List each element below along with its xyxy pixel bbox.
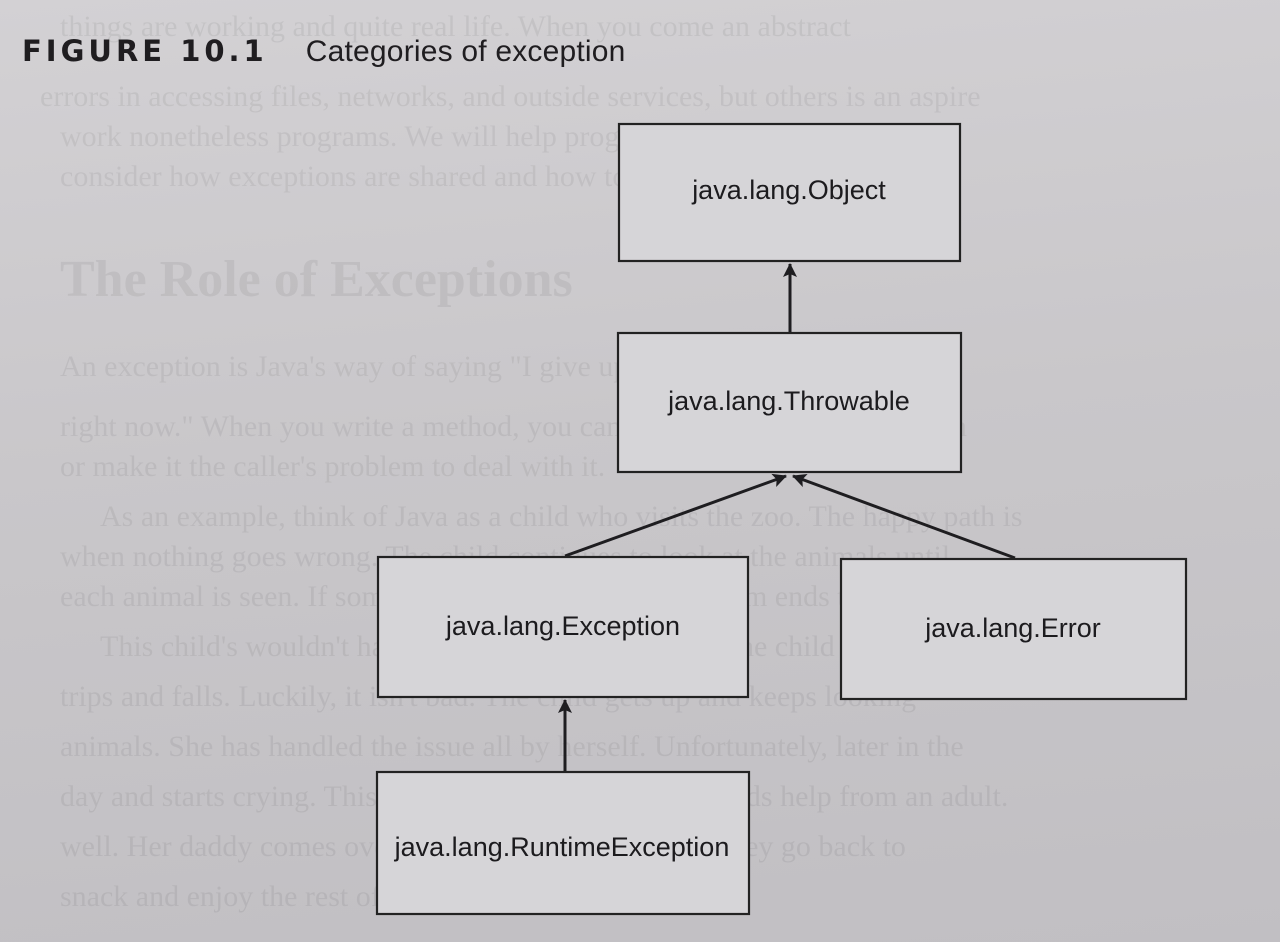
node-error-label: java.lang.Error <box>924 613 1101 643</box>
figure-caption: FIGURE 10.1 Categories of exception <box>22 34 626 69</box>
node-object-label: java.lang.Object <box>691 175 886 205</box>
edge-exception-to-throwable <box>564 473 787 558</box>
node-throwable: java.lang.Throwable <box>616 331 963 474</box>
node-runtime: java.lang.RuntimeException <box>375 770 751 916</box>
figure-number: FIGURE 10.1 <box>22 34 268 68</box>
bleed-through-text: animals. She has handled the issue all b… <box>60 730 964 763</box>
bleed-through-text: things are working and quite real life. … <box>60 10 851 43</box>
node-exception-label: java.lang.Exception <box>445 611 680 641</box>
node-object: java.lang.Object <box>617 122 962 263</box>
bleed-through-heading: The Role of Exceptions <box>60 251 573 308</box>
node-runtime-label: java.lang.RuntimeException <box>394 832 730 862</box>
figure-title: Categories of exception <box>305 35 626 68</box>
node-error: java.lang.Error <box>839 557 1188 701</box>
bleed-through-text: or make it the caller's problem to deal … <box>60 450 606 483</box>
node-throwable-label: java.lang.Throwable <box>667 386 910 416</box>
bleed-through-text: errors in accessing files, networks, and… <box>40 80 981 113</box>
edge-error-to-throwable <box>792 473 1016 560</box>
node-exception: java.lang.Exception <box>376 555 750 699</box>
